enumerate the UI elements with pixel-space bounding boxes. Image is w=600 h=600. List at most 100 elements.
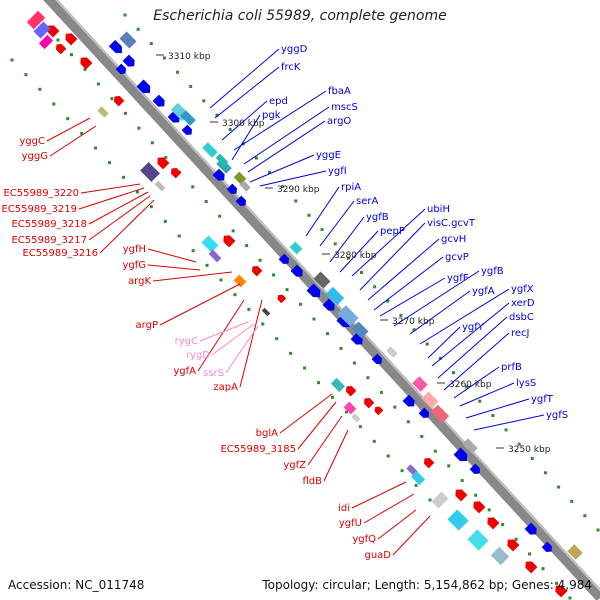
rna-gene-label: rygC	[175, 336, 198, 347]
reverse-gene-block	[113, 95, 125, 107]
forward-gene-label: ygfX	[511, 284, 534, 295]
reverse-gene-label: idi	[338, 503, 350, 514]
forward-gene-block-shape	[115, 63, 127, 75]
reverse-gene-label-leader	[279, 393, 333, 434]
forward-gene-label-leader	[437, 316, 508, 379]
cds-block-shape	[351, 413, 361, 423]
rna-gene-label-leader	[225, 325, 259, 374]
map-title: Escherichia coli 55989, complete genome	[153, 8, 447, 24]
forward-gene-label-leader	[231, 114, 261, 161]
forward-gene-label-leader	[233, 90, 327, 151]
forward-gene-block-shape	[453, 447, 468, 462]
guide-dot-outer	[465, 385, 469, 389]
reverse-gene-block	[55, 43, 67, 55]
cds-block	[330, 377, 346, 393]
guide-dot-inner	[231, 229, 235, 233]
guide-dot-inner	[555, 581, 559, 585]
reverse-gene-block	[251, 265, 263, 277]
cds-block-shape	[330, 377, 346, 393]
scale-tick-label: 3250 kbp	[508, 445, 551, 455]
cds-block-shape	[180, 110, 196, 126]
reverse-gene-label: EC55989_3185	[220, 444, 296, 455]
guide-dot-far	[372, 439, 376, 443]
forward-gene-label: gcvH	[441, 234, 466, 245]
reverse-gene-label: zapA	[213, 382, 238, 393]
cds-block	[239, 180, 251, 192]
reverse-gene-block	[507, 539, 520, 552]
guide-dot-far	[38, 87, 42, 91]
forward-gene-label: serA	[356, 196, 378, 207]
reverse-gene-label-leader	[307, 415, 343, 466]
forward-gene-label-leader	[393, 270, 480, 327]
reverse-gene-label-leader	[49, 125, 97, 157]
forward-gene-block-shape	[524, 522, 537, 535]
guide-dot-inner	[204, 200, 208, 204]
reverse-gene-block-shape	[55, 43, 67, 55]
guide-dot-inner	[474, 493, 478, 497]
forward-gene-label: ygfA	[472, 286, 495, 297]
forward-gene-label: recJ	[511, 328, 530, 339]
forward-gene-block-shape	[235, 195, 247, 207]
guide-dot-far	[428, 498, 432, 502]
scale-tick-label: 3300 kbp	[222, 119, 265, 129]
forward-gene-label-leader	[221, 100, 268, 141]
guide-dot-far	[219, 278, 223, 282]
forward-gene-label: epd	[269, 96, 288, 107]
cds-block	[97, 106, 109, 118]
cds-block	[351, 413, 361, 423]
guide-dot-far	[108, 161, 112, 165]
reverse-gene-block-shape	[277, 294, 287, 304]
guide-dot-inner	[339, 346, 343, 350]
forward-gene-block	[453, 447, 468, 462]
cds-block-shape	[337, 305, 359, 327]
forward-gene-label-leader	[465, 398, 530, 419]
guide-dot-far	[414, 483, 418, 487]
reverse-gene-label: argP	[136, 320, 158, 331]
forward-gene-block-shape	[306, 283, 321, 298]
cds-block-shape	[412, 376, 428, 392]
cds-block-shape	[386, 346, 398, 358]
reverse-gene-label-leader	[377, 509, 417, 540]
cds-block-shape	[343, 401, 357, 415]
reverse-gene-block	[277, 294, 287, 304]
guide-dot-outer	[425, 342, 429, 346]
forward-gene-label-leader	[359, 222, 426, 291]
genome-stats-text: Topology: circular; Length: 5,154,862 bp…	[262, 578, 592, 592]
gene-features	[26, 10, 583, 598]
reverse-gene-block	[157, 157, 170, 170]
forward-gene-block-shape	[371, 353, 383, 365]
reverse-gene-label-leader	[147, 264, 201, 271]
guide-dot-outer	[491, 414, 495, 418]
forward-gene-label: ubiH	[427, 204, 450, 215]
forward-gene-label-leader	[243, 106, 330, 165]
reverse-gene-label: EC55989_3216	[22, 248, 98, 259]
guide-dot-far	[10, 58, 14, 62]
cds-block-shape	[33, 21, 51, 39]
forward-gene-block	[402, 394, 415, 407]
guide-dot-far	[289, 351, 293, 355]
cds-block	[154, 180, 166, 192]
reverse-gene-label-leader	[323, 429, 349, 482]
forward-gene-block	[524, 522, 537, 535]
guide-dot-outer	[412, 328, 416, 332]
reverse-gene-label-leader	[78, 187, 145, 210]
guide-dot-outer	[320, 228, 324, 232]
guide-dot-inner	[150, 141, 154, 145]
guide-dot-outer	[307, 213, 311, 217]
guide-dot-outer	[202, 99, 206, 103]
forward-gene-block-shape	[108, 39, 122, 53]
forward-gene-label-leader	[473, 414, 545, 431]
reverse-gene-label: EC55989_3220	[3, 188, 79, 199]
guide-dot-inner	[299, 302, 303, 306]
reverse-gene-block-shape	[157, 157, 170, 170]
reverse-gene-label-leader	[88, 195, 151, 241]
cds-block-shape	[140, 162, 160, 182]
reverse-gene-label-leader	[159, 283, 241, 326]
forward-gene-label-leader	[249, 154, 315, 183]
reverse-gene-label: guaD	[364, 550, 391, 561]
guide-dot-inner	[487, 508, 491, 512]
guide-dot-inner	[285, 288, 289, 292]
guide-dot-outer	[123, 13, 127, 17]
forward-gene-block-shape	[418, 407, 430, 419]
accession-text: Accession: NC_011748	[8, 578, 145, 592]
